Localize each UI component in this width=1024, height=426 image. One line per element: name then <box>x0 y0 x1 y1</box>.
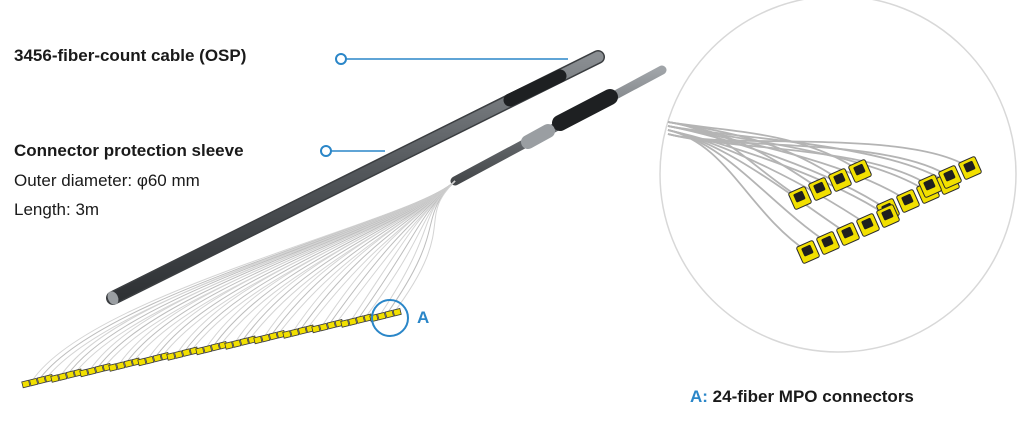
leader-line-sleeve <box>320 145 385 157</box>
sleeve-label: Connector protection sleeve <box>14 141 244 160</box>
magnified-detail <box>659 0 1017 353</box>
legend-text: 24-fiber MPO connectors <box>707 387 914 406</box>
mpo-connector <box>856 213 880 237</box>
mpo-connector <box>788 186 812 210</box>
mpo-connector <box>876 204 900 228</box>
mpo-connector-group <box>108 357 141 372</box>
mpo-connector-group <box>369 307 402 323</box>
fiber-fanout-illustration <box>21 180 456 389</box>
mpo-connector-group <box>166 346 199 361</box>
leader-line-cable <box>335 53 568 65</box>
callout-a-circle <box>371 299 409 337</box>
mpo-connector <box>808 177 832 201</box>
mpo-connector <box>958 156 982 180</box>
mpo-connector-group <box>79 362 112 378</box>
length-label: Length: 3m <box>14 200 100 219</box>
mpo-connector <box>918 174 942 198</box>
mpo-connector <box>816 231 840 255</box>
mpo-connector-group <box>340 313 373 328</box>
fiber-cable-illustration <box>450 65 667 186</box>
callout-letter: A <box>417 308 430 327</box>
protection-sleeve-illustration <box>106 50 605 305</box>
outer-diameter-label: Outer diameter: φ60 mm <box>14 171 200 190</box>
mpo-connector-group <box>195 340 228 356</box>
mpo-connector <box>796 240 820 264</box>
mpo-connector-group <box>282 324 315 339</box>
mpo-connector <box>848 159 872 183</box>
mpo-connector <box>938 165 962 189</box>
mpo-connector-group <box>224 335 257 350</box>
mpo-connector-group <box>21 373 54 389</box>
legend-prefix: A: <box>690 387 708 406</box>
mpo-connector-group <box>253 329 286 345</box>
mpo-connector <box>836 222 860 246</box>
mpo-connector-group <box>311 318 344 334</box>
legend-label: A: 24-fiber MPO connectors <box>690 387 914 407</box>
mpo-connector-group <box>137 351 170 367</box>
mpo-connector <box>828 168 852 192</box>
mpo-connector-group <box>50 368 83 383</box>
mpo-connector <box>896 189 920 213</box>
cable-label: 3456-fiber-count cable (OSP) <box>14 46 247 65</box>
